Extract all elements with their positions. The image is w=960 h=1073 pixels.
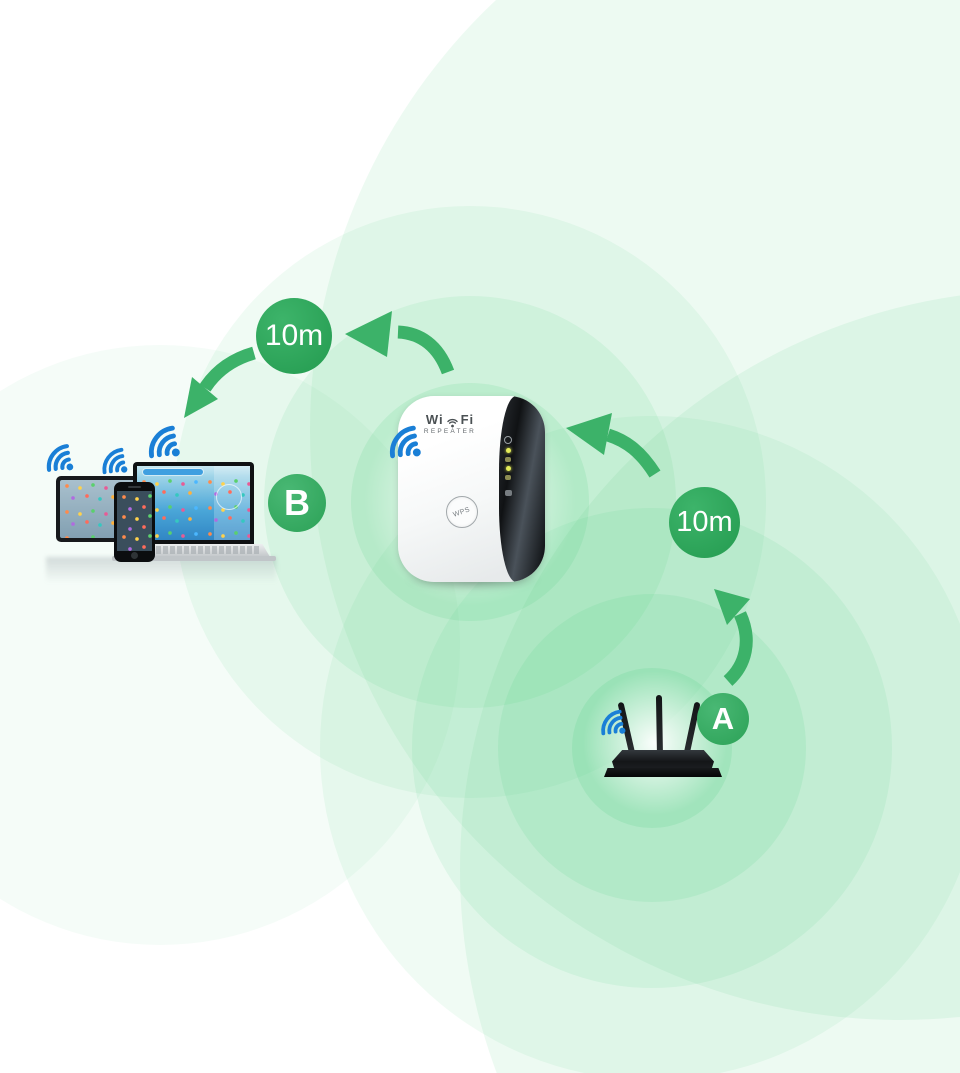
laptop-keyboard-base	[118, 544, 270, 557]
router-glow	[580, 668, 730, 818]
laptop-emblem-circle	[216, 484, 242, 510]
phone-speaker	[128, 486, 141, 488]
wifi-repeater-device: Wi Fi REPEATER WPS	[398, 396, 545, 592]
wps-button: WPS	[446, 496, 478, 528]
power-led-icon	[504, 436, 512, 444]
lan-port-icon	[504, 490, 512, 496]
device-laptop	[133, 462, 254, 544]
phone-home-button	[131, 552, 138, 559]
laptop-base-lip	[112, 556, 276, 561]
repeater-brand-fi: Fi	[460, 412, 475, 427]
phone-app-grid	[117, 491, 152, 551]
repeater-brand: Wi Fi REPEATER	[398, 412, 502, 435]
distance-badge-left: 10m	[256, 298, 332, 374]
repeater-brand-sub: REPEATER	[423, 428, 477, 435]
router-body	[612, 750, 714, 771]
wifi-signal-icon	[601, 709, 626, 736]
wifi-signal-icon	[446, 419, 458, 428]
laptop-keys	[128, 546, 260, 554]
zone-a-label: A	[711, 701, 735, 736]
zone-a-badge: A	[697, 693, 749, 745]
signal-led-icon	[505, 475, 511, 480]
wifi-router-device	[596, 690, 746, 785]
status-led-icon	[505, 448, 511, 453]
repeater-brand-wi: Wi	[425, 412, 444, 427]
wifi-signal-icon	[102, 447, 128, 475]
repeater-dark-panel	[499, 396, 545, 582]
laptop-screen	[137, 466, 250, 540]
router-base	[604, 768, 722, 777]
status-led-icon	[505, 466, 511, 471]
repeater-led-strip	[502, 436, 514, 496]
devices-reflection	[46, 557, 276, 583]
zone-b-badge: B	[268, 474, 326, 532]
distance-badge-right: 10m	[669, 487, 740, 558]
distance-badge-right-label: 10m	[676, 506, 733, 538]
phone-screen	[117, 491, 152, 551]
wifi-signal-icon	[46, 444, 74, 472]
device-smartphone	[114, 482, 155, 562]
zone-b-label: B	[284, 482, 310, 523]
laptop-address-bar	[143, 469, 203, 475]
wifi-signal-icon	[148, 425, 180, 459]
wifi-signal-icon	[389, 425, 421, 459]
wifi-led-icon	[505, 457, 511, 462]
curved-arrow-head-icon	[184, 311, 750, 625]
repeater-body: Wi Fi REPEATER WPS	[398, 396, 545, 582]
distance-badge-left-label: 10m	[264, 319, 324, 352]
curved-arrow-icon	[199, 325, 753, 686]
